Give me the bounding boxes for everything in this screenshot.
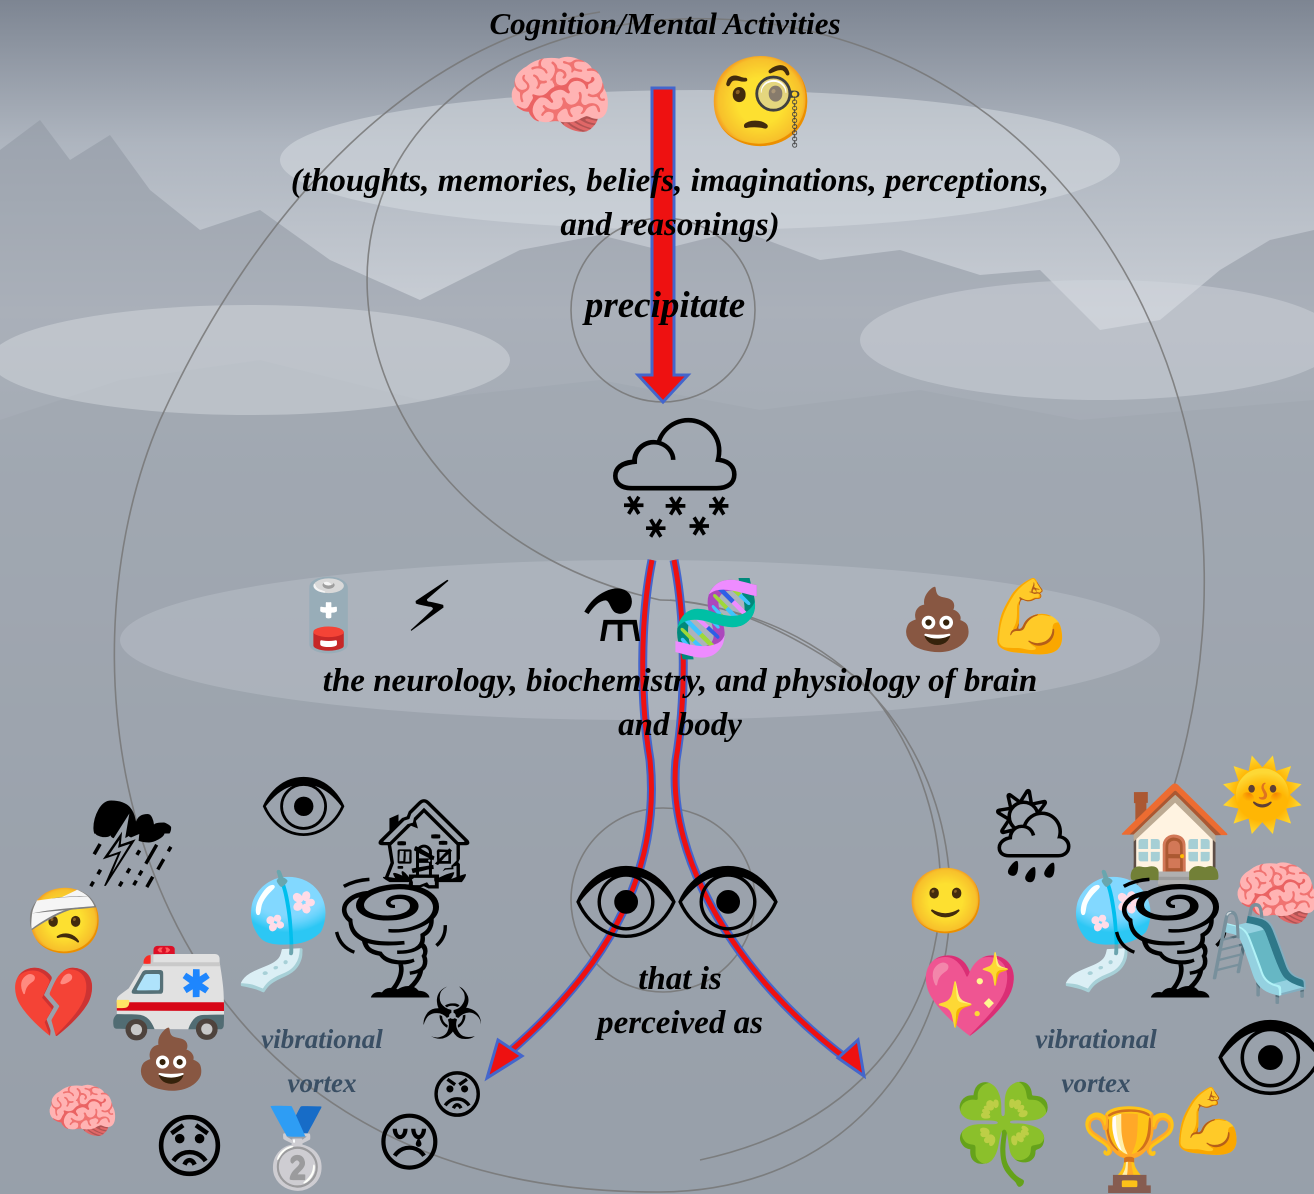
eye-icon: 👁 [1212,1004,1314,1111]
dna-icon: 🧬 [670,576,763,662]
perceived-line-2: perceived as [597,1005,763,1041]
lightning-icon: ⚡ [405,566,455,648]
precipitate-arrow [634,86,692,405]
house-icon: 🏠 [1115,778,1235,890]
hazmat-icon: ☣ [420,972,485,1056]
diagram-title: Cognition/Mental Activities [489,6,841,41]
sad-face-icon: 🤕 [25,885,105,959]
sparkling-heart-icon: 💖 [920,949,1020,1042]
eye-right-icon: 👁 [672,850,784,953]
tornado-happy-icon: 🌪 [1096,868,1246,1006]
smile-face-icon: 🙂 [906,865,986,939]
inner-circle-bottom [570,807,756,993]
brain-icon: 🧠 [1232,852,1314,936]
spiral-upper [366,17,1205,901]
crying-face-icon: 😢 [376,1107,443,1181]
eye-left-icon: 👁 [570,850,682,953]
low-battery-icon: 🪫 [285,574,373,656]
biology-line-2: and body [618,707,742,743]
eye-icon: 👁 [258,764,350,848]
poop-icon: 💩 [135,1025,208,1093]
right-branch-arrow [669,559,867,1080]
cognition-list-line-2: and reasonings) [560,207,780,243]
playground-icon: 🛝 [1202,900,1314,1007]
left-branch-arrow [484,559,657,1082]
flexed-biceps-icon: 💪 [1168,1085,1248,1159]
thinking-monocle-face-icon: 🧐 [706,50,816,153]
bandaged-face-icon: 😟 [153,1106,226,1188]
spiral-outer [113,11,951,1193]
vortex-right-line-2: vortex [1061,1068,1131,1098]
angry-face-icon: 😡 [430,1066,485,1126]
broken-brain-icon: 🧠 [45,1077,120,1147]
ambulance-icon: 🚑 [108,930,231,1044]
sun-face-icon: 🌞 [1220,756,1305,835]
perceived-line-1: that is [638,961,722,997]
vortex-left-line-2: vortex [287,1068,357,1098]
precipitate-label: precipitate [584,285,746,326]
broken-heart-icon: 💔 [10,962,98,1044]
flexed-biceps-icon: 💪 [985,574,1075,658]
tuning-fork-icon: 🎐 [1040,867,1177,995]
tornado-sad-icon: 🌪 [316,868,466,1006]
storm-cloud-icon: ⛈ [88,781,176,909]
cloud-snow-icon: 🌨 [600,408,750,546]
silver-medal-icon: 🥈 [250,1103,345,1192]
four-leaf-clover-icon: 🍀 [944,1078,1064,1190]
cognition-list-line-1: (thoughts, memories, beliefs, imaginatio… [290,163,1050,199]
broken-house-icon: 🏚 [368,792,480,895]
spiral-lower [699,679,942,1161]
poop-icon: 💩 [900,585,975,655]
brain-icon: 🧠 [505,44,615,147]
tuning-fork-icon: 🎐 [215,867,352,995]
biology-line-1: the neurology, biochemistry, and physiol… [322,663,1038,699]
chemistry-flask-icon: ⚗ [580,574,645,658]
vortex-right-line-1: vibrational [1035,1024,1157,1054]
trophy-icon: 🏆 [1080,1103,1180,1194]
sun-behind-rain-icon: 🌦 [975,782,1092,889]
vortex-left-line-1: vibrational [261,1024,383,1054]
